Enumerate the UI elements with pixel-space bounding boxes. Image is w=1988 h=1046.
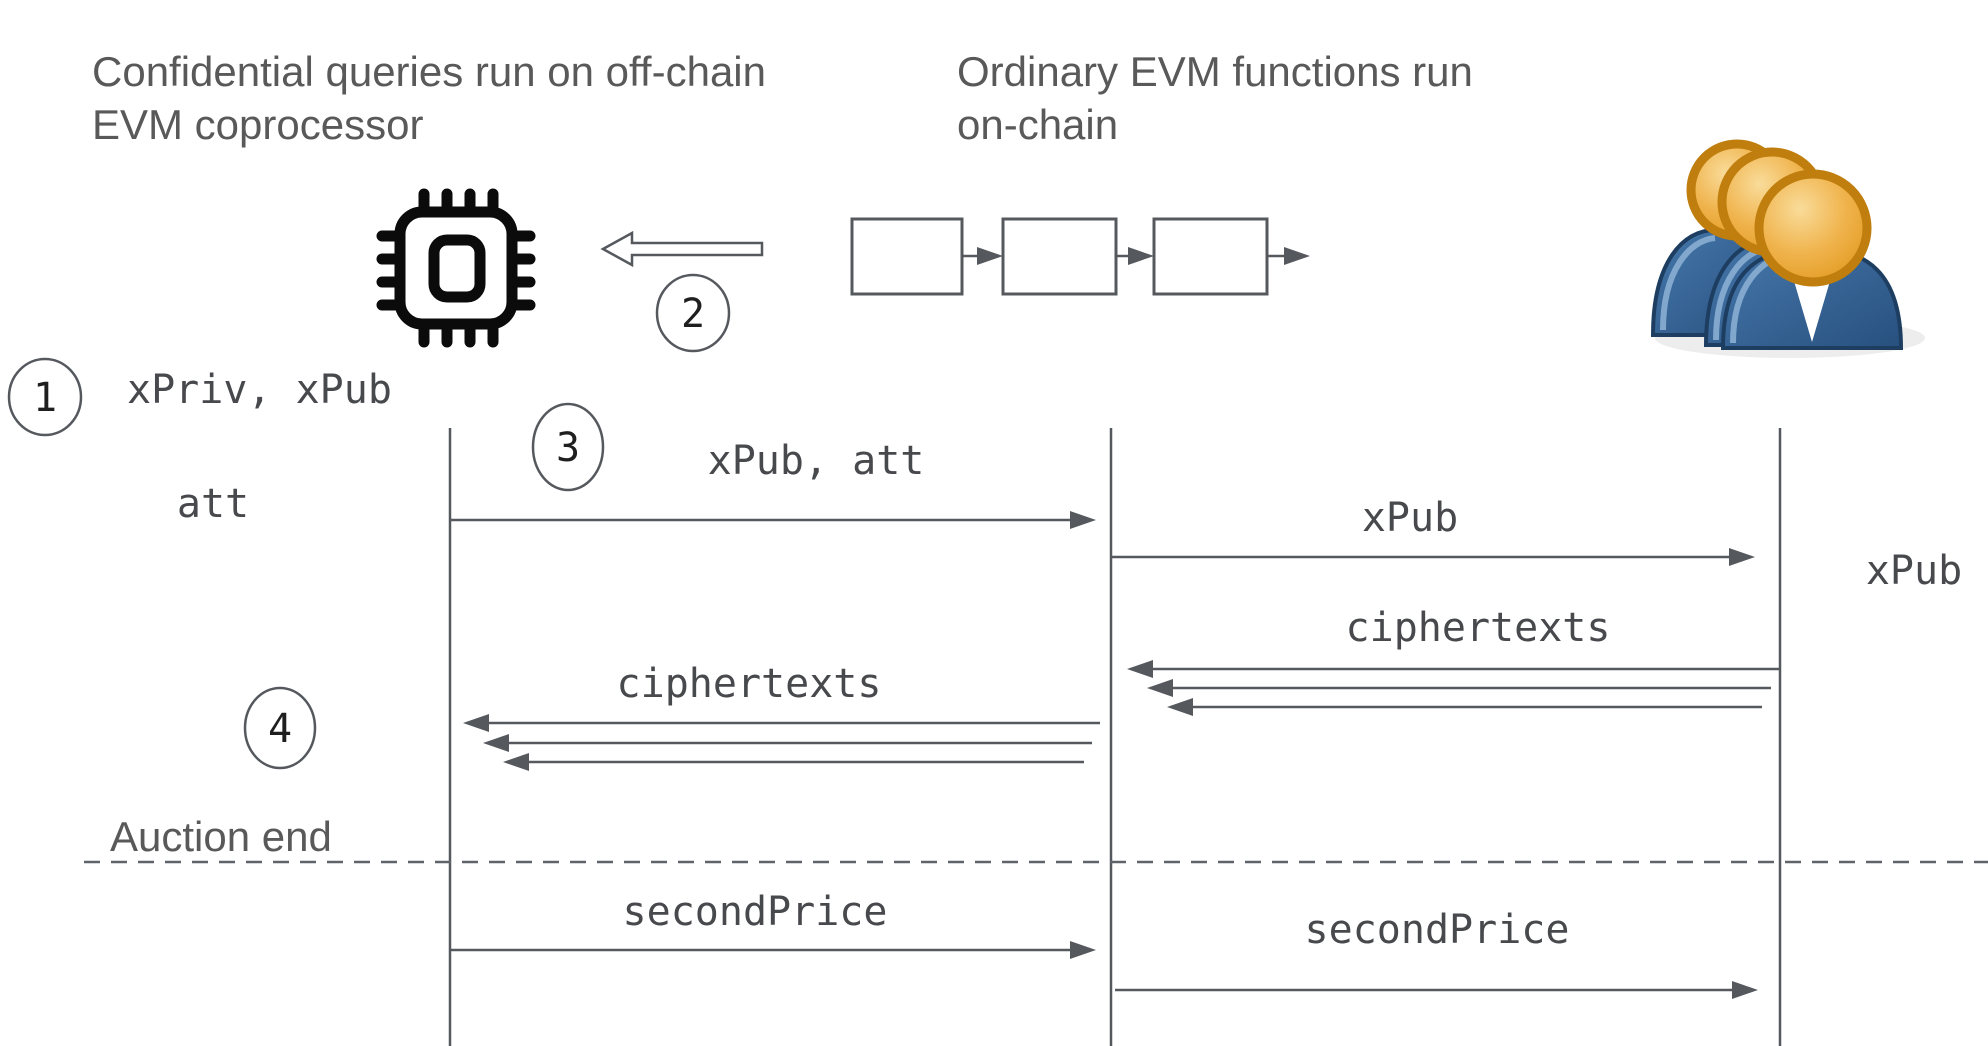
block-1 (850, 217, 964, 296)
block-3 (1152, 217, 1269, 296)
title-right-line2: on-chain (957, 101, 1118, 148)
step-circle-1: 1 (7, 357, 83, 437)
svg-text:1: 1 (33, 375, 57, 421)
label-ciphertexts-coproc: ciphertexts (617, 661, 882, 707)
svg-text:2: 2 (681, 291, 705, 337)
blockchain-blocks (850, 217, 1310, 296)
label-xpub-att: xPub, att (708, 438, 925, 484)
step-circle-3: 3 (531, 402, 605, 492)
label-att: att (177, 481, 249, 527)
label-auction-end: Auction end (110, 813, 332, 860)
label-secondprice-coproc: secondPrice (623, 889, 888, 935)
title-left-line1: Confidential queries run on off-chain (92, 48, 766, 95)
arrow-secondprice-coproc (450, 941, 1096, 959)
arrow-xpub-chain (1111, 548, 1755, 566)
step-circle-4: 4 (243, 686, 317, 770)
arrows-ciphertexts-coproc (463, 714, 1100, 771)
title-left-line2: EVM coprocessor (92, 101, 423, 148)
block-2 (1001, 217, 1118, 296)
label-ciphertexts-users: ciphertexts (1346, 605, 1611, 651)
arrow-xpub-att (450, 511, 1096, 529)
label-secondprice-chain: secondPrice (1305, 907, 1570, 953)
hollow-left-arrow-icon (600, 230, 764, 268)
arrows-ciphertexts-users (1127, 660, 1780, 716)
step-circle-2: 2 (655, 273, 731, 353)
label-xpub-users: xPub (1866, 548, 1962, 594)
label-xpriv-xpub: xPriv, xPub (127, 367, 392, 413)
title-right-line1: Ordinary EVM functions run (957, 48, 1473, 95)
label-xpub-chain: xPub (1362, 495, 1458, 541)
svg-text:3: 3 (556, 425, 580, 471)
svg-text:4: 4 (268, 706, 292, 752)
arrow-secondprice-chain (1115, 981, 1758, 999)
chip-icon (376, 188, 536, 348)
users-group-icon (1650, 139, 1925, 358)
